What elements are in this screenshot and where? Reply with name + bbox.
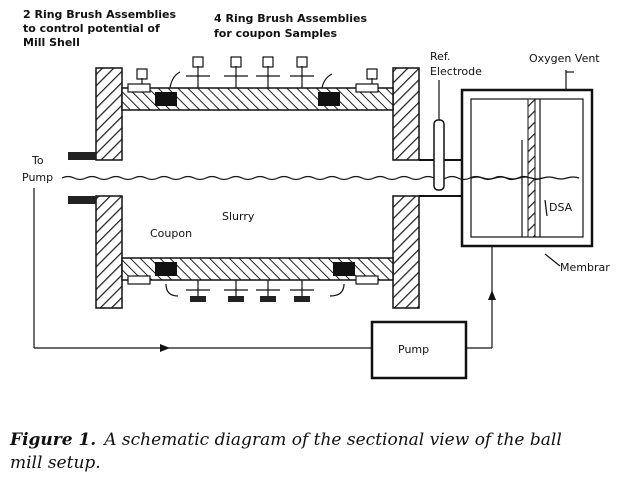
slurry-label: Slurry (222, 210, 255, 223)
pump-box-label: Pump (398, 343, 429, 356)
mill-top-shell (121, 83, 394, 111)
brush-assembly (186, 280, 210, 302)
brush-assembly (186, 56, 210, 88)
bottom-coupon-block (155, 262, 177, 276)
brush-assembly (224, 280, 248, 302)
electrochemical-cell (460, 70, 594, 267)
svg-text:to control potential of: to control potential of (23, 22, 160, 35)
dsa-label: DSA (549, 201, 573, 214)
top-coupon-block (318, 92, 340, 106)
mill-left-wall (95, 67, 123, 309)
inlet-pipe (68, 152, 96, 204)
ring2-label: 2 Ring Brush Assemblies to control poten… (23, 8, 177, 49)
to-label: To (31, 154, 44, 167)
brush-assembly (290, 56, 314, 88)
caption-prefix: Figure 1. (9, 430, 96, 450)
top-coupon-block (155, 92, 177, 106)
ring4-label: 4 Ring Brush Assemblies for coupon Sampl… (214, 12, 368, 40)
mill-bottom-shell (121, 257, 394, 285)
brush-assembly (256, 56, 280, 88)
pump-box: Pump (370, 320, 468, 380)
bottom-brush-assemblies (165, 280, 345, 302)
reference-electrode (433, 80, 445, 191)
svg-text:for coupon Samples: for coupon Samples (214, 27, 338, 40)
svg-text:4 Ring Brush Assemblies: 4 Ring Brush Assemblies (214, 12, 368, 25)
brush-assembly (366, 68, 378, 84)
svg-text:Figure 1.A schematic diagram o: Figure 1. A schematic diagram of the sect… (9, 430, 562, 450)
brush-assembly (224, 56, 248, 88)
brush-assembly (256, 280, 280, 302)
svg-text:Electrode: Electrode (430, 65, 482, 78)
svg-text:2 Ring Brush Assemblies: 2 Ring Brush Assemblies (23, 8, 177, 21)
ref-electrode-label: Ref. Electrode (430, 50, 482, 78)
bottom-coupon-block (333, 262, 355, 276)
membrane-label: Membrar (560, 261, 610, 274)
coupon-label: Coupon (150, 227, 192, 240)
pump-loop (33, 188, 496, 352)
svg-text:Ref.: Ref. (430, 50, 451, 63)
top-brush-assemblies (136, 56, 378, 89)
oxygen-vent-label: Oxygen Vent (529, 52, 600, 65)
svg-text:Mill Shell: Mill Shell (23, 36, 80, 49)
mill-right-wall (392, 67, 420, 309)
brush-assembly (136, 68, 148, 84)
figure-caption: Figure 1. A schematic diagram of the sect… (9, 430, 562, 473)
brush-assembly (290, 280, 314, 302)
slurry-level-line (61, 175, 543, 181)
pump-left-label: Pump (22, 171, 53, 184)
caption-line1: A schematic diagram of the sectional vie… (102, 430, 562, 450)
caption-line2: mill setup. (10, 453, 101, 473)
